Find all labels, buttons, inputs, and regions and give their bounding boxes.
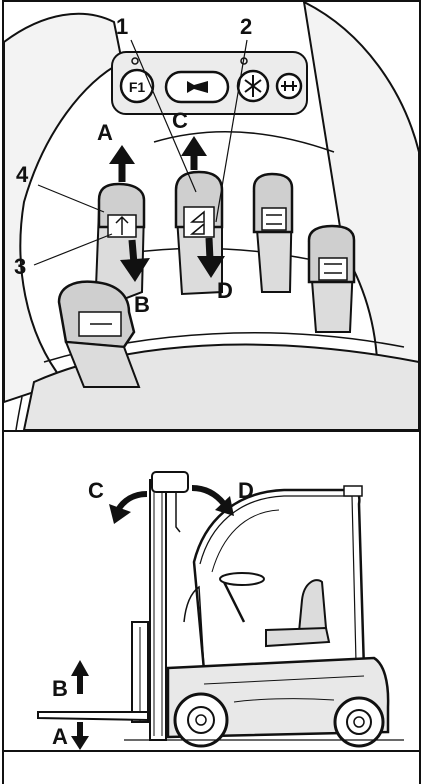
control-levers-panel: F1 [2,0,421,432]
direction-d-label: D [217,278,233,303]
arrow-a-up-icon [109,145,135,182]
lever-fork-positioner[interactable] [309,226,354,332]
f1-button-label: F1 [129,79,146,95]
forklift-panel: C D B A [2,430,421,752]
lever-sideshift[interactable] [254,174,292,292]
arrow-c-tilt-back-icon [109,494,147,524]
width-button[interactable] [277,74,301,98]
lever-tilt[interactable] [176,172,222,294]
rear-wheel [335,698,383,746]
callout-3: 3 [14,254,26,279]
direction-c-label: C [172,108,188,133]
forklift-forks [38,622,148,722]
callout-2: 2 [240,14,252,39]
arrow-b-raise-icon [71,660,89,694]
direction-a-label: A [52,724,68,749]
f1-button[interactable]: F1 [121,70,153,102]
direction-d-label: D [238,478,254,503]
light-button[interactable] [238,71,268,101]
front-wheel [175,694,227,746]
direction-b-label: B [134,292,150,317]
horn-button[interactable] [166,72,228,102]
direction-a-label: A [97,120,113,145]
arrow-a-lower-icon [71,722,89,750]
arrow-d-tilt-forward-icon [192,488,234,516]
direction-b-label: B [52,676,68,701]
empty-footer-panel [2,750,421,784]
control-levers-illustration: F1 [4,2,419,430]
direction-c-label: C [88,478,104,503]
callout-1: 1 [116,14,128,39]
callout-4: 4 [16,162,29,187]
forklift-illustration: C D B A [4,432,419,750]
